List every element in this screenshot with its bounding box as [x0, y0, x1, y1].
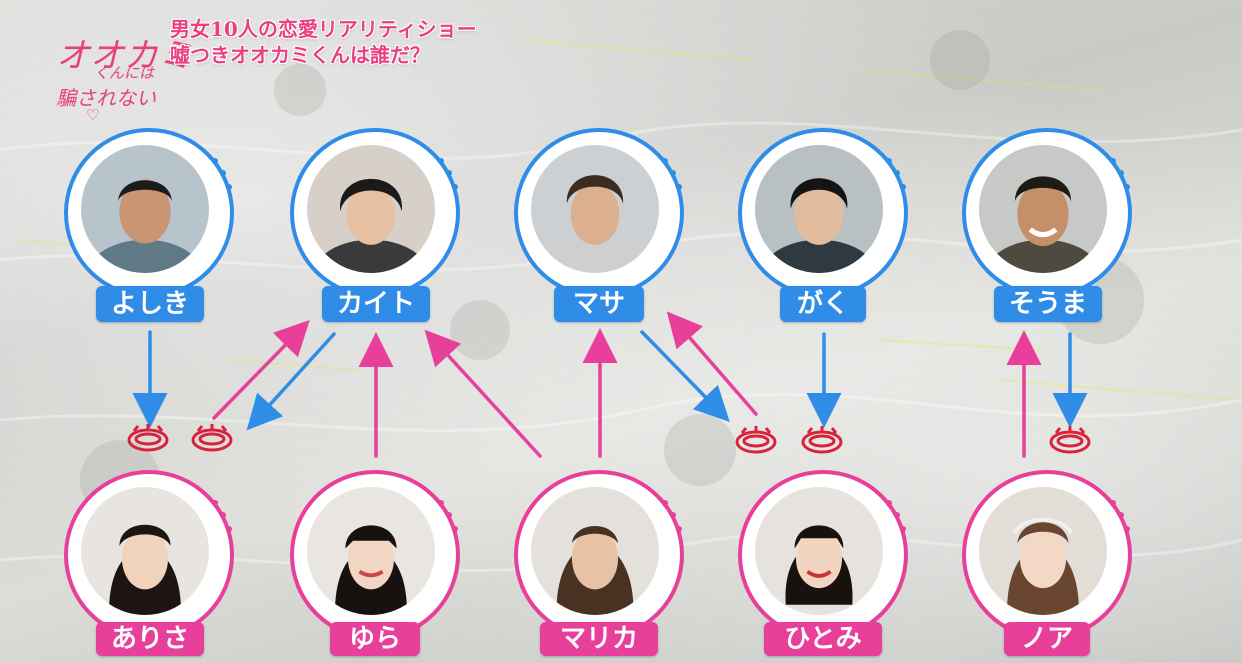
name-label: よしき — [96, 286, 204, 322]
person-card-arisa: ありさ — [64, 470, 234, 656]
decor-dot — [226, 184, 232, 190]
person-card-marika: マリカ — [514, 470, 684, 656]
decor-dot — [212, 500, 218, 506]
person-card-gaku: がく — [738, 128, 908, 322]
ring-icon — [127, 424, 169, 452]
decor-dot — [452, 184, 458, 190]
decor-dot — [886, 158, 892, 164]
name-label: マリカ — [540, 622, 658, 656]
avatar — [528, 142, 662, 276]
decor-dot — [676, 526, 682, 532]
decor-dot — [220, 170, 226, 176]
name-label: ありさ — [96, 622, 204, 656]
decor-dot — [438, 500, 444, 506]
name-label: マサ — [554, 286, 644, 322]
avatar — [78, 484, 212, 618]
ring-icon — [735, 426, 777, 454]
title-line-2: 嘘つきオオカミくんは誰だ？ — [170, 43, 430, 67]
name-label: ノア — [1004, 622, 1090, 656]
person-card-yoshiki: よしき — [64, 128, 234, 322]
title-line-1: 男女10人の恋愛リアリティショー — [170, 17, 477, 41]
decor-dot — [900, 184, 906, 190]
name-label: がく — [780, 286, 866, 322]
arrow-marika-to-kaito — [424, 329, 542, 458]
decor-dot — [900, 526, 906, 532]
decor-dot — [226, 526, 232, 532]
logo-text-4: ♡ — [86, 106, 100, 124]
name-label: カイト — [322, 286, 430, 322]
decor-dot — [438, 158, 444, 164]
decor-dot — [1110, 158, 1116, 164]
person-card-noa: ノア — [962, 470, 1132, 656]
decor-dot — [1110, 500, 1116, 506]
avatar — [304, 484, 438, 618]
ring-icon — [191, 424, 233, 452]
decor-dot — [452, 526, 458, 532]
logo-text-3: 騙されない — [56, 86, 156, 110]
name-label: ゆら — [330, 622, 420, 656]
decor-dot — [894, 512, 900, 518]
person-card-masa: マサ — [514, 128, 684, 322]
ring-icon — [801, 426, 843, 454]
decor-dot — [446, 170, 452, 176]
decor-dot — [1118, 512, 1124, 518]
person-card-hitomi: ひとみ — [738, 470, 908, 656]
decor-dot — [894, 170, 900, 176]
person-card-kaito: カイト — [290, 128, 460, 322]
decor-dot — [220, 512, 226, 518]
decor-dot — [676, 184, 682, 190]
avatar — [752, 484, 886, 618]
decor-dot — [662, 158, 668, 164]
name-label: そうま — [994, 286, 1102, 322]
decor-dot — [670, 512, 676, 518]
arrow-masa-to-hitomi — [640, 330, 730, 423]
show-logo: オオカミ くんには 騙されない ♡ — [48, 28, 192, 128]
avatar — [752, 142, 886, 276]
avatar — [78, 142, 212, 276]
arrow-hitomi-to-masa — [666, 311, 758, 416]
avatar — [304, 142, 438, 276]
decor-dot — [1118, 170, 1124, 176]
arrow-kaito-to-arisa — [246, 332, 336, 431]
logo-text-1: オオカミ — [56, 36, 192, 76]
decor-dot — [1124, 526, 1130, 532]
avatar — [976, 142, 1110, 276]
decor-dot — [1124, 184, 1130, 190]
logo-text-2: くんには — [94, 64, 155, 82]
decor-dot — [662, 500, 668, 506]
arrow-arisa-to-kaito — [212, 319, 310, 420]
name-label: ひとみ — [764, 622, 882, 656]
avatar — [976, 484, 1110, 618]
ring-icon — [1049, 426, 1091, 454]
person-card-yura: ゆら — [290, 470, 460, 656]
avatar — [528, 484, 662, 618]
decor-dot — [212, 158, 218, 164]
person-card-souma: そうま — [962, 128, 1132, 322]
decor-dot — [670, 170, 676, 176]
decor-dot — [886, 500, 892, 506]
show-title: 男女10人の恋愛リアリティショー 嘘つきオオカミくんは誰だ？ — [170, 16, 477, 68]
decor-dot — [446, 512, 452, 518]
